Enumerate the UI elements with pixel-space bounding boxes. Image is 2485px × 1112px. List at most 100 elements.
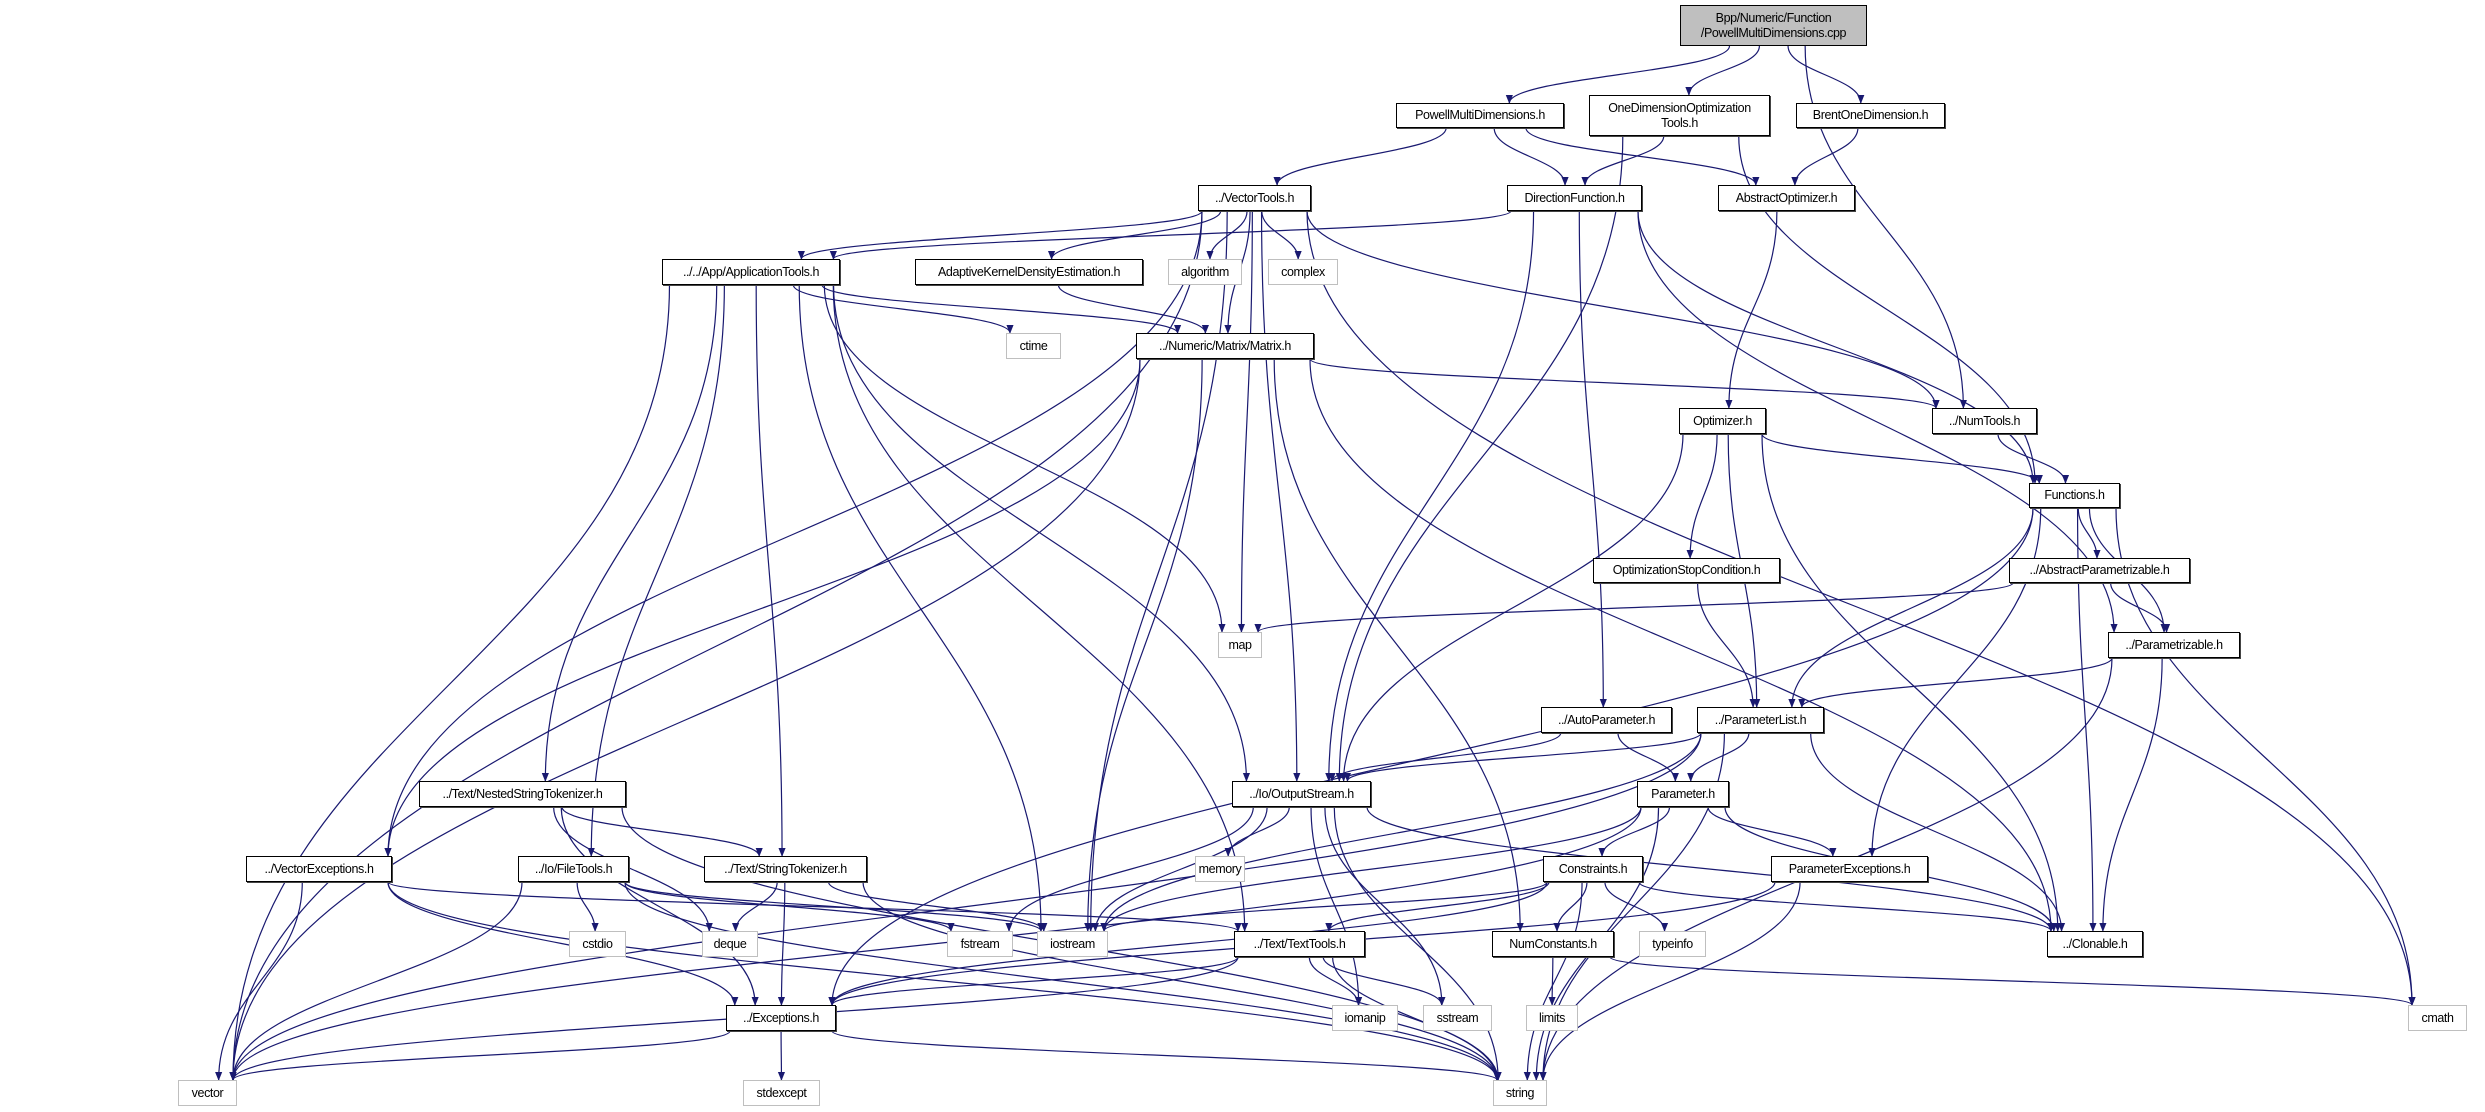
edge-texttools-to-string bbox=[1331, 956, 1502, 1081]
edge-pmd_h-to-directionfunction bbox=[1493, 127, 1569, 186]
node-paramlist[interactable]: ../ParameterList.h bbox=[1697, 707, 1824, 733]
node-vector: vector bbox=[178, 1080, 237, 1106]
edge-brent-to-abstractoptimizer bbox=[1791, 127, 1859, 186]
node-fstream: fstream bbox=[947, 931, 1013, 957]
edge-strtok-to-string bbox=[862, 881, 1501, 1081]
edge-apptools-to-vector bbox=[229, 284, 671, 1081]
edge-vectortools-to-map bbox=[1237, 210, 1253, 633]
edge-constraints-to-numconst bbox=[1553, 881, 1588, 932]
node-pmd_h[interactable]: PowellMultiDimensions.h bbox=[1396, 103, 1564, 128]
edge-constraints-to-iostream bbox=[1100, 881, 1548, 932]
edge-root-to-odot bbox=[1685, 45, 1760, 96]
node-odot[interactable]: OneDimensionOptimization Tools.h bbox=[1589, 95, 1770, 136]
edge-autoparam-to-parameter bbox=[1617, 732, 1679, 782]
edge-matrix-to-numtools bbox=[1309, 358, 1940, 409]
edge-vecexc-to-string bbox=[387, 881, 1501, 1081]
node-directionfunction[interactable]: DirectionFunction.h bbox=[1507, 185, 1642, 211]
edge-parametrizable-to-clonable bbox=[2099, 657, 2163, 932]
edge-functions-to-paramlist bbox=[1788, 507, 2034, 708]
edge-vectortools-to-vecexc bbox=[384, 210, 1203, 857]
edge-nested-to-strtok bbox=[561, 806, 763, 857]
edge-apptools-to-ctime bbox=[792, 284, 1014, 334]
edge-paramlist-to-outputstream bbox=[1343, 732, 1702, 782]
edge-directionfunction-to-outputstream bbox=[1325, 210, 1535, 782]
node-functions[interactable]: Functions.h bbox=[2029, 483, 2120, 508]
edge-apptools-to-matrix bbox=[821, 284, 1182, 334]
node-numtools[interactable]: ../NumTools.h bbox=[1932, 408, 2037, 434]
edge-strtok-to-iostream bbox=[827, 881, 1048, 932]
edge-apptools-to-nested bbox=[541, 284, 718, 782]
node-optstop[interactable]: OptimizationStopCondition.h bbox=[1593, 558, 1780, 583]
node-string: string bbox=[1493, 1080, 1547, 1106]
edge-paramlist-to-iostream bbox=[1100, 732, 1702, 932]
node-deque: deque bbox=[702, 931, 758, 957]
node-texttools[interactable]: ../Text/TextTools.h bbox=[1234, 931, 1365, 957]
node-vectortools[interactable]: ../VectorTools.h bbox=[1198, 185, 1311, 211]
node-iostream: iostream bbox=[1037, 931, 1108, 957]
edge-vectortools-to-iostream bbox=[1087, 210, 1228, 932]
edge-apptools-to-outputstream bbox=[832, 284, 1251, 782]
edge-vecexc-to-exceptions bbox=[387, 881, 739, 1006]
edge-functions-to-abspar bbox=[2077, 507, 2101, 559]
edge-paramlist-to-vector bbox=[229, 732, 1702, 1081]
edge-constraints-to-typeinfo bbox=[1604, 881, 1669, 932]
node-numconst[interactable]: NumConstants.h bbox=[1492, 931, 1614, 957]
node-exceptions[interactable]: ../Exceptions.h bbox=[726, 1005, 836, 1031]
node-sstream: sstream bbox=[1423, 1005, 1492, 1031]
edge-abstractoptimizer-to-optimizer bbox=[1725, 210, 1778, 409]
edge-directionfunction-to-apptools bbox=[830, 210, 1512, 260]
node-root[interactable]: Bpp/Numeric/Function /PowellMultiDimensi… bbox=[1680, 5, 1867, 46]
node-memory: memory bbox=[1195, 856, 1245, 882]
node-stdexcept: stdexcept bbox=[743, 1080, 820, 1106]
edge-optimizer-to-clonable bbox=[1761, 433, 2062, 932]
node-autoparam[interactable]: ../AutoParameter.h bbox=[1541, 707, 1672, 733]
edge-vectortools-to-numtools bbox=[1306, 210, 1940, 409]
edge-exceptions-to-string bbox=[831, 1030, 1501, 1081]
edge-apptools-to-iostream bbox=[798, 284, 1045, 932]
edge-optimizer-to-functions bbox=[1761, 433, 2043, 484]
node-abspar[interactable]: ../AbstractParametrizable.h bbox=[2009, 558, 2190, 583]
edge-strtok-to-deque bbox=[731, 881, 778, 932]
node-limits: limits bbox=[1526, 1005, 1578, 1031]
edge-vectortools-to-algorithm bbox=[1206, 210, 1248, 260]
node-optimizer[interactable]: Optimizer.h bbox=[1679, 408, 1766, 434]
node-nested[interactable]: ../Text/NestedStringTokenizer.h bbox=[419, 781, 626, 807]
node-brent[interactable]: BrentOneDimension.h bbox=[1796, 103, 1945, 128]
edge-numtools-to-functions bbox=[1997, 433, 2070, 484]
edge-outputstream-to-sstream bbox=[1324, 806, 1446, 1006]
node-matrix[interactable]: ../Numeric/Matrix/Matrix.h bbox=[1136, 333, 1314, 359]
node-complex: complex bbox=[1268, 259, 1338, 285]
edge-matrix-to-iostream bbox=[1084, 358, 1203, 932]
node-parametrizable[interactable]: ../Parametrizable.h bbox=[2108, 632, 2240, 658]
edge-nested-to-deque bbox=[553, 806, 713, 932]
edge-vectortools-to-cmath bbox=[1306, 210, 2416, 1006]
edge-odot-to-outputstream bbox=[1335, 135, 1624, 782]
node-abstractoptimizer[interactable]: AbstractOptimizer.h bbox=[1718, 185, 1855, 211]
node-paramexc[interactable]: ParameterExceptions.h bbox=[1771, 856, 1928, 882]
edge-filetools-to-vector bbox=[229, 881, 523, 1081]
node-apptools[interactable]: ../../App/ApplicationTools.h bbox=[662, 259, 840, 285]
edge-constraints-to-exceptions bbox=[828, 881, 1548, 1006]
edge-outputstream-to-string bbox=[1333, 806, 1502, 1081]
edge-paramlist-to-parameter bbox=[1687, 732, 1750, 782]
node-filetools[interactable]: ../Io/FileTools.h bbox=[518, 856, 629, 882]
node-adaptive[interactable]: AdaptiveKernelDensityEstimation.h bbox=[915, 259, 1143, 285]
edge-optstop-to-paramlist bbox=[1697, 582, 1757, 708]
edge-abspar-to-parametrizable bbox=[2110, 582, 2171, 633]
edge-vectortools-to-adaptive bbox=[1048, 210, 1222, 260]
edge-pmd_h-to-vectortools bbox=[1273, 127, 1447, 186]
node-vecexc[interactable]: ../VectorExceptions.h bbox=[246, 856, 392, 882]
node-parameter[interactable]: Parameter.h bbox=[1637, 781, 1729, 807]
node-clonable[interactable]: ../Clonable.h bbox=[2047, 931, 2143, 957]
edge-odot-to-directionfunction bbox=[1581, 135, 1665, 186]
node-constraints[interactable]: Constraints.h bbox=[1543, 856, 1643, 882]
edge-outputstream-to-iostream bbox=[1091, 806, 1268, 932]
node-cstdio: cstdio bbox=[569, 931, 626, 957]
edge-pmd_h-to-abstractoptimizer bbox=[1525, 127, 1760, 186]
edge-filetools-to-iostream bbox=[624, 881, 1045, 932]
edge-filetools-to-cstdio bbox=[576, 881, 599, 932]
node-outputstream[interactable]: ../Io/OutputStream.h bbox=[1232, 781, 1371, 807]
edge-autoparam-to-outputstream bbox=[1328, 732, 1562, 782]
node-strtok[interactable]: ../Text/StringTokenizer.h bbox=[704, 856, 867, 882]
